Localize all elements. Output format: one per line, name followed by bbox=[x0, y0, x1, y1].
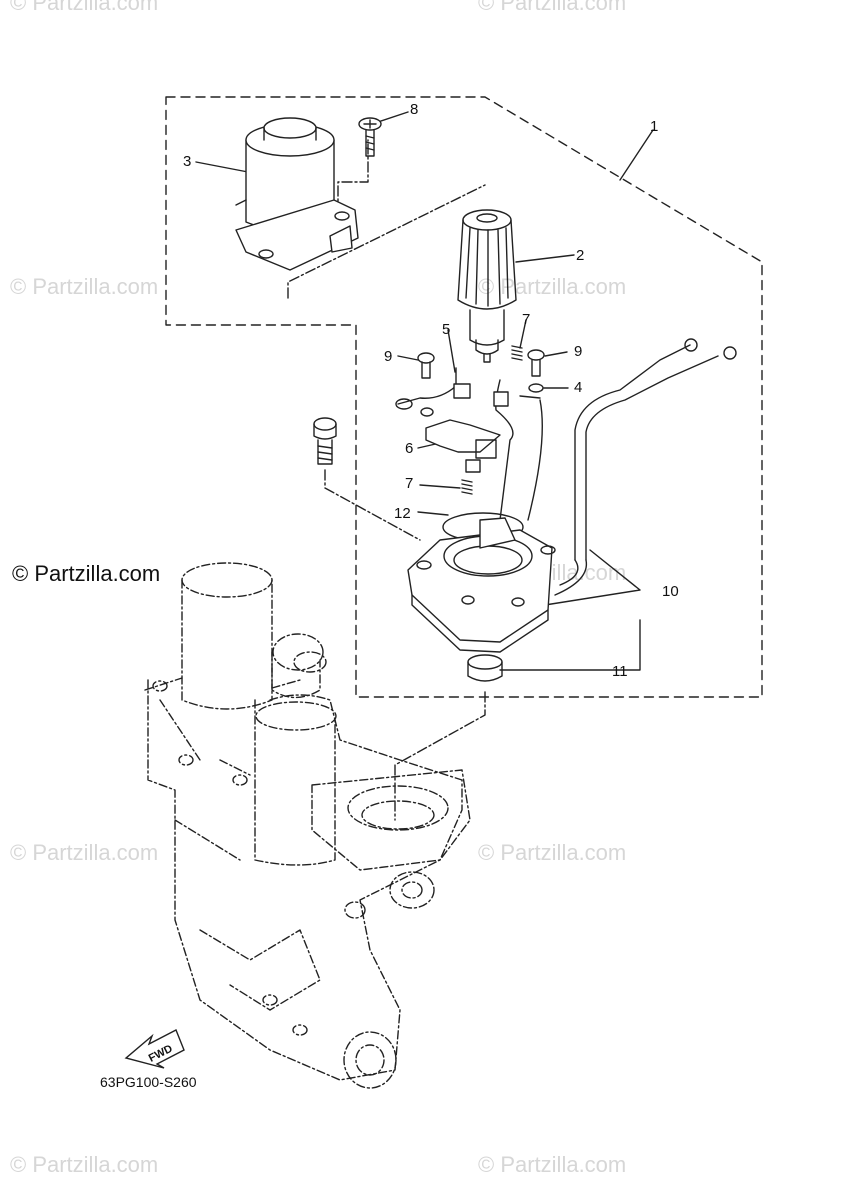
callout-7-upper: 7 bbox=[522, 311, 531, 328]
callout-1: 1 bbox=[650, 118, 659, 135]
part-7-spring-upper bbox=[511, 345, 523, 361]
part-9-screw-left bbox=[417, 352, 435, 379]
part-9-screw-right bbox=[527, 349, 545, 377]
callout-4: 4 bbox=[574, 379, 583, 396]
watermark: © Partzilla.com bbox=[478, 274, 627, 299]
callout-6: 6 bbox=[405, 440, 414, 457]
callout-8: 8 bbox=[410, 101, 419, 118]
motor-base bbox=[407, 517, 556, 653]
callout-9-left: 9 bbox=[384, 348, 393, 365]
watermark: © Partzilla.com bbox=[10, 0, 159, 15]
leader-line bbox=[377, 111, 409, 123]
watermark: © Partzilla.com bbox=[10, 1152, 159, 1177]
leader-line bbox=[447, 329, 456, 373]
diagram-code: 63PG100-S260 bbox=[100, 1074, 197, 1090]
callout-12: 12 bbox=[394, 505, 411, 522]
part-3-relay bbox=[235, 117, 359, 271]
part-11-grommet bbox=[467, 654, 503, 682]
leader-line bbox=[519, 319, 527, 349]
alignment-line bbox=[394, 691, 486, 821]
leader-line bbox=[419, 484, 461, 489]
watermark: © Partzilla.com bbox=[10, 274, 159, 299]
alignment-line bbox=[287, 184, 486, 299]
leader-line bbox=[515, 254, 575, 263]
callout-10: 10 bbox=[662, 583, 679, 600]
callout-11: 11 bbox=[612, 663, 628, 680]
part-10-wire-harness bbox=[554, 338, 737, 596]
assembly-boundary bbox=[165, 96, 763, 698]
leader-line bbox=[544, 351, 568, 357]
callout-7-lower: 7 bbox=[405, 475, 414, 492]
fwd-arrow-icon bbox=[124, 1029, 185, 1069]
callout-5: 5 bbox=[442, 321, 451, 338]
watermark-main: © Partzilla.com bbox=[12, 561, 161, 586]
leader-line bbox=[195, 161, 249, 173]
watermark: © Partzilla.com bbox=[478, 0, 627, 15]
leader-line bbox=[417, 511, 449, 516]
leader-line bbox=[499, 549, 641, 671]
watermark: © Partzilla.com bbox=[478, 840, 627, 865]
watermark: © Partzilla.com bbox=[478, 1152, 627, 1177]
callout-2: 2 bbox=[576, 247, 585, 264]
leader-line bbox=[619, 129, 654, 181]
part-6-brush-plate bbox=[425, 419, 501, 473]
callout-3: 3 bbox=[183, 153, 192, 170]
leader-line bbox=[397, 355, 419, 361]
brush-holder-wiring bbox=[395, 367, 543, 521]
watermark: © Partzilla.com bbox=[10, 840, 159, 865]
callout-9-right: 9 bbox=[574, 343, 583, 360]
alignment-line bbox=[324, 469, 421, 541]
part-7-spring-lower bbox=[461, 479, 473, 495]
tilt-pump-unit bbox=[144, 562, 471, 1089]
part-4-washer bbox=[528, 383, 544, 393]
part-8-screw bbox=[358, 117, 382, 157]
loose-bolt bbox=[313, 417, 337, 465]
part-2-armature bbox=[457, 209, 517, 363]
